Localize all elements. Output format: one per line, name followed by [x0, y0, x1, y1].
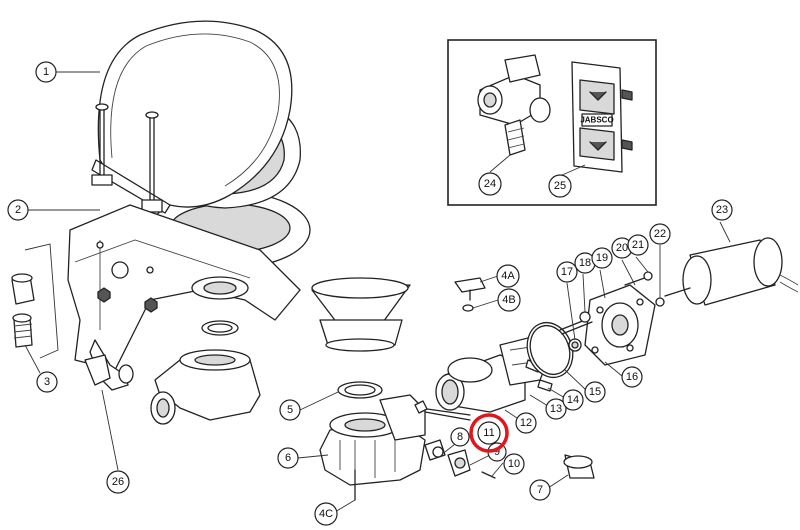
pump-housing	[319, 394, 426, 501]
callout-3: 3	[36, 371, 58, 393]
svg-text:4C: 4C	[319, 508, 333, 520]
upper-funnel	[311, 277, 411, 352]
hose-fitting-26	[84, 354, 134, 386]
svg-text:2: 2	[15, 204, 21, 216]
callout-18: 18	[574, 252, 596, 274]
callout-4a: 4A	[496, 264, 520, 288]
toilet-lid	[91, 20, 293, 214]
svg-text:7: 7	[537, 484, 543, 496]
svg-text:19: 19	[596, 252, 608, 264]
svg-text:25: 25	[554, 180, 566, 192]
callout-2: 2	[7, 199, 29, 221]
callout-21: 21	[627, 234, 649, 256]
svg-text:22: 22	[654, 228, 666, 240]
svg-text:6: 6	[285, 452, 291, 464]
o-ring-15	[526, 321, 574, 379]
callout-16: 16	[621, 366, 643, 388]
pump-body	[435, 334, 551, 413]
motor	[664, 237, 799, 306]
callout-20: 20	[611, 237, 633, 259]
svg-text:16: 16	[626, 371, 638, 383]
svg-text:14: 14	[567, 394, 579, 406]
callout-12: 12	[515, 412, 537, 434]
callout-25: 25	[548, 174, 572, 198]
valve-parts	[424, 439, 496, 479]
svg-text:20: 20	[616, 242, 628, 254]
svg-text:18: 18	[579, 257, 591, 269]
svg-text:13: 13	[550, 403, 562, 415]
callout-1: 1	[35, 61, 57, 83]
callout-15: 15	[584, 381, 606, 403]
spring-parts	[414, 400, 471, 421]
brand-label: JABSCO	[580, 116, 613, 125]
svg-text:17: 17	[561, 266, 573, 278]
svg-text:10: 10	[508, 458, 520, 470]
callout-5: 5	[279, 399, 301, 421]
callout-17: 17	[556, 261, 578, 283]
small-fasteners	[559, 271, 665, 335]
callout-8: 8	[450, 427, 470, 447]
svg-text:24: 24	[484, 178, 496, 190]
svg-text:21: 21	[632, 239, 644, 251]
seal-16	[568, 338, 582, 352]
svg-text:15: 15	[589, 386, 601, 398]
callout-7: 7	[529, 479, 551, 501]
callout-6: 6	[277, 447, 299, 469]
svg-text:1: 1	[43, 66, 49, 78]
washer-4b	[462, 304, 474, 312]
toilet-base	[67, 204, 301, 391]
svg-text:9: 9	[494, 446, 500, 458]
svg-text:4A: 4A	[501, 270, 515, 282]
callout-14: 14	[562, 389, 584, 411]
flush-handle	[563, 454, 595, 479]
callout-19: 19	[591, 247, 613, 269]
hose-nozzles	[11, 273, 35, 348]
svg-text:11: 11	[483, 427, 494, 439]
hinge-bolts	[91, 103, 163, 213]
callout-26: 26	[106, 470, 130, 494]
svg-text:12: 12	[520, 417, 532, 429]
callout-11: 11	[469, 413, 509, 453]
callout-4b: 4B	[497, 288, 521, 312]
switch-panel: JABSCO	[571, 61, 633, 173]
cap-4a	[454, 277, 486, 301]
bowl-flange	[191, 276, 249, 336]
svg-text:4B: 4B	[502, 294, 515, 306]
highlight-ring	[469, 413, 509, 453]
motor-end-plate	[584, 284, 656, 366]
callout-22: 22	[649, 223, 671, 245]
callout-23: 23	[711, 199, 733, 221]
gasket-5	[337, 381, 383, 399]
callout-10: 10	[503, 453, 525, 475]
inset-panel: JABSCO	[447, 39, 657, 206]
svg-text:8: 8	[457, 431, 463, 443]
svg-text:26: 26	[112, 476, 124, 488]
callout-24: 24	[478, 172, 502, 196]
solenoid-valve	[477, 54, 551, 156]
svg-text:5: 5	[287, 404, 293, 416]
svg-text:23: 23	[716, 204, 728, 216]
callout-4c: 4C	[314, 502, 338, 526]
discharge-elbow	[150, 349, 261, 425]
svg-text:3: 3	[44, 376, 50, 388]
callout-13: 13	[545, 398, 567, 420]
